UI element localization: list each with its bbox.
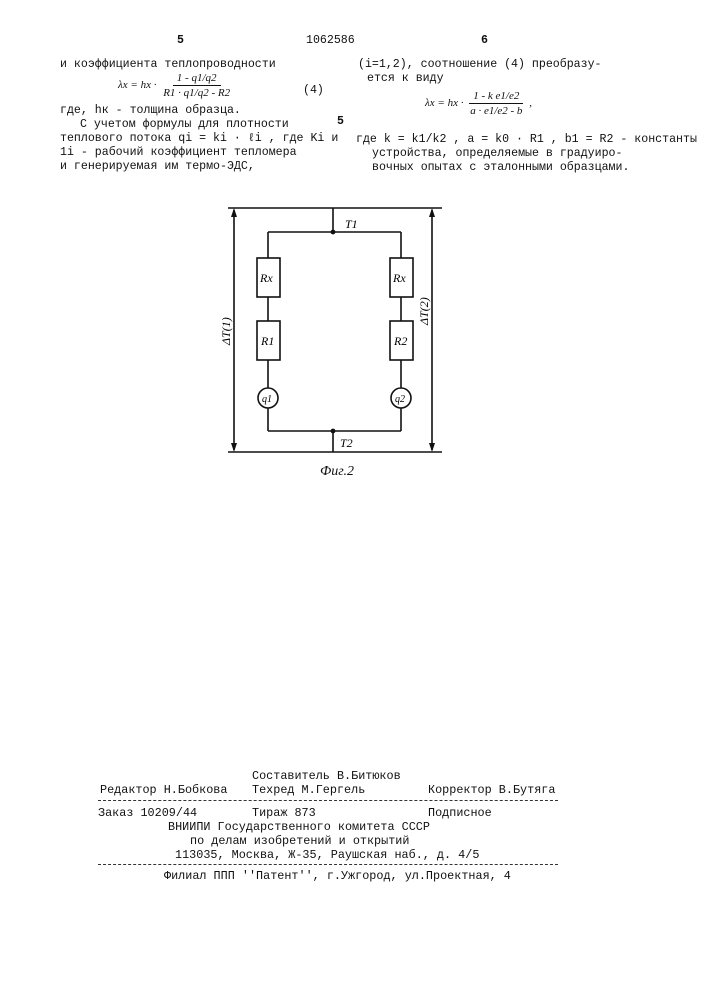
right-line-3: где k = k1/k2 , a = k0 · R1 , b1 = R2 - … (356, 133, 697, 147)
node-t1 (331, 230, 336, 235)
patent-number: 1062586 (306, 34, 355, 48)
formula-5: λx = hx · 1 - k e1/e2 a · e1/e2 - b , (425, 90, 532, 117)
right-line-5: вочных опытах с эталонными образцами. (372, 161, 629, 175)
left-para2-line1: С учетом формулы для плотности (80, 118, 289, 132)
left-line-3: где, hк - толщина образца. (60, 104, 241, 118)
right-line-2: ется к виду (367, 72, 444, 86)
footer-editor: Редактор Н.Бобкова (100, 783, 227, 797)
arrow-left-top (231, 208, 237, 217)
label-t1: T1 (345, 217, 358, 231)
footer-corrector: Корректор В.Бутяга (428, 783, 555, 797)
label-t2: T2 (340, 436, 353, 450)
footer-composer: Составитель В.Битюков (252, 769, 401, 783)
formula-4-fraction: 1 - q1/q2 R1 · q1/q2 - R2 (159, 72, 234, 99)
formula-4-lhs: λx = hx · (118, 79, 156, 91)
formula-4-tag: (4) (303, 84, 324, 98)
formula-4: λx = hx · 1 - q1/q2 R1 · q1/q2 - R2 (118, 72, 234, 99)
label-r2: R2 (393, 334, 407, 348)
label-q1: q1 (262, 394, 272, 405)
arrow-right-top (429, 208, 435, 217)
margin-line-number: 5 (337, 115, 344, 129)
label-dt2: ΔT(2) (417, 297, 431, 326)
label-rx-right: Rx (392, 271, 406, 285)
page-number-right: 6 (481, 34, 488, 48)
footer-divider-1 (98, 800, 558, 801)
formula-5-fraction: 1 - k e1/e2 a · e1/e2 - b (466, 90, 526, 117)
label-q2: q2 (395, 394, 405, 405)
footer-org-2: по делам изобретений и открытий (190, 834, 409, 848)
formula-5-numerator: 1 - k e1/e2 (469, 90, 523, 104)
label-r1: R1 (260, 334, 274, 348)
label-dt1: ΔT(1) (220, 317, 233, 346)
right-line-4: устройства, определяемые в градуиро- (372, 147, 622, 161)
footer-address: 113035, Москва, Ж-35, Раушская наб., д. … (175, 848, 479, 862)
left-para2-line3: 1i - рабочий коэффициент тепломера (60, 146, 297, 160)
footer-subscription: Подписное (428, 806, 492, 820)
arrow-right-bottom (429, 443, 435, 452)
left-para2-line4: и генерируемая им термо-ЭДС, (60, 160, 255, 174)
node-t2 (331, 429, 336, 434)
formula-4-denominator: R1 · q1/q2 - R2 (159, 86, 234, 99)
formula-5-denominator: a · e1/e2 - b (466, 104, 526, 117)
footer-branch: Филиал ППП ''Патент'', г.Ужгород, ул.Про… (164, 869, 511, 883)
figure-caption: Фиг.2 (320, 464, 354, 480)
left-line-1: и коэффициента теплопроводности (60, 58, 276, 72)
footer-org-1: ВНИИПИ Государственного комитета СССР (168, 820, 430, 834)
footer-divider-2 (98, 864, 558, 865)
formula-4-numerator: 1 - q1/q2 (173, 72, 221, 86)
formula-5-tail: , (529, 97, 532, 109)
arrow-left-bottom (231, 443, 237, 452)
label-rx-left: Rx (259, 271, 273, 285)
footer-circulation: Тираж 873 (252, 806, 316, 820)
left-para2-line2: теплового потока qi = ki · ℓi , где Ki и (60, 132, 338, 146)
formula-5-lhs: λx = hx · (425, 97, 463, 109)
footer-techred: Техред М.Гергель (252, 783, 365, 797)
right-line-1: (i=1,2), соотношение (4) преобразу- (358, 58, 602, 72)
page-number-left: 5 (177, 34, 184, 48)
footer-order: Заказ 10209/44 (98, 806, 197, 820)
circuit-figure: T1 T2 Rx Rx R1 R2 q1 q2 ΔT(1) ΔT(2) (220, 195, 450, 485)
